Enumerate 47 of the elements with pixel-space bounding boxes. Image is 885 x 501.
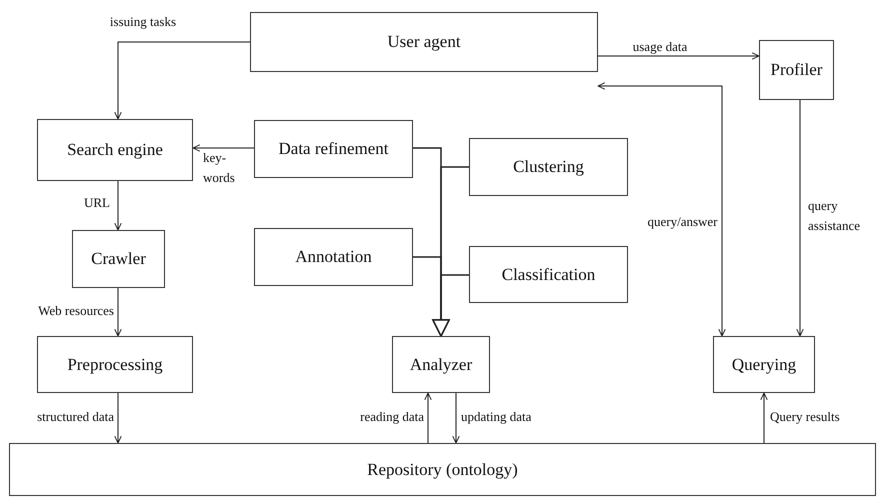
arrow bbox=[192, 144, 254, 152]
edge-label: query assistance bbox=[808, 197, 861, 234]
node-label: Annotation bbox=[295, 246, 372, 268]
edge-label: Query results bbox=[770, 408, 841, 426]
arrow bbox=[114, 180, 122, 230]
node-label: User agent bbox=[387, 31, 461, 53]
edge-label: updating data bbox=[461, 408, 532, 426]
edge-label: usage data bbox=[632, 38, 688, 56]
process-box bbox=[469, 246, 628, 303]
edge-label: key-words bbox=[203, 149, 236, 186]
process-box bbox=[392, 336, 490, 393]
process-box bbox=[254, 120, 413, 178]
node-label: Clustering bbox=[513, 156, 584, 178]
node-label: Repository (ontology) bbox=[367, 458, 518, 480]
node-label: Crawler bbox=[91, 248, 146, 270]
process-box bbox=[254, 228, 413, 286]
process-box bbox=[469, 138, 628, 196]
arrow bbox=[424, 392, 432, 444]
process-box bbox=[250, 12, 598, 72]
edge-label: URL bbox=[83, 194, 110, 212]
arrow bbox=[114, 288, 122, 336]
edge-label: reading data bbox=[359, 408, 424, 426]
merge-arrow bbox=[432, 274, 469, 337]
edge-label: issuing tasks bbox=[108, 13, 176, 31]
arrow bbox=[598, 82, 726, 336]
arrow bbox=[760, 392, 768, 444]
node-label: Preprocessing bbox=[67, 354, 163, 376]
arrow bbox=[796, 100, 804, 336]
node-label: Classification bbox=[502, 264, 596, 286]
process-box bbox=[37, 336, 193, 393]
node-label: Querying bbox=[732, 354, 796, 376]
process-box bbox=[9, 443, 876, 496]
node-label: Analyzer bbox=[410, 354, 472, 376]
arrow bbox=[598, 52, 760, 60]
process-box bbox=[759, 40, 834, 100]
node-label: Data refinement bbox=[278, 138, 388, 160]
edge-label: structured data bbox=[36, 408, 114, 426]
process-box bbox=[72, 230, 165, 288]
arrow bbox=[452, 392, 460, 444]
process-box bbox=[37, 119, 193, 181]
node-label: Profiler bbox=[770, 59, 822, 81]
arrow bbox=[114, 42, 250, 120]
process-box bbox=[713, 336, 815, 393]
node-label: Search engine bbox=[67, 139, 163, 161]
edge-label: Web resources bbox=[37, 302, 114, 320]
arrow bbox=[114, 392, 122, 444]
edge-label: query/answer bbox=[646, 213, 719, 231]
